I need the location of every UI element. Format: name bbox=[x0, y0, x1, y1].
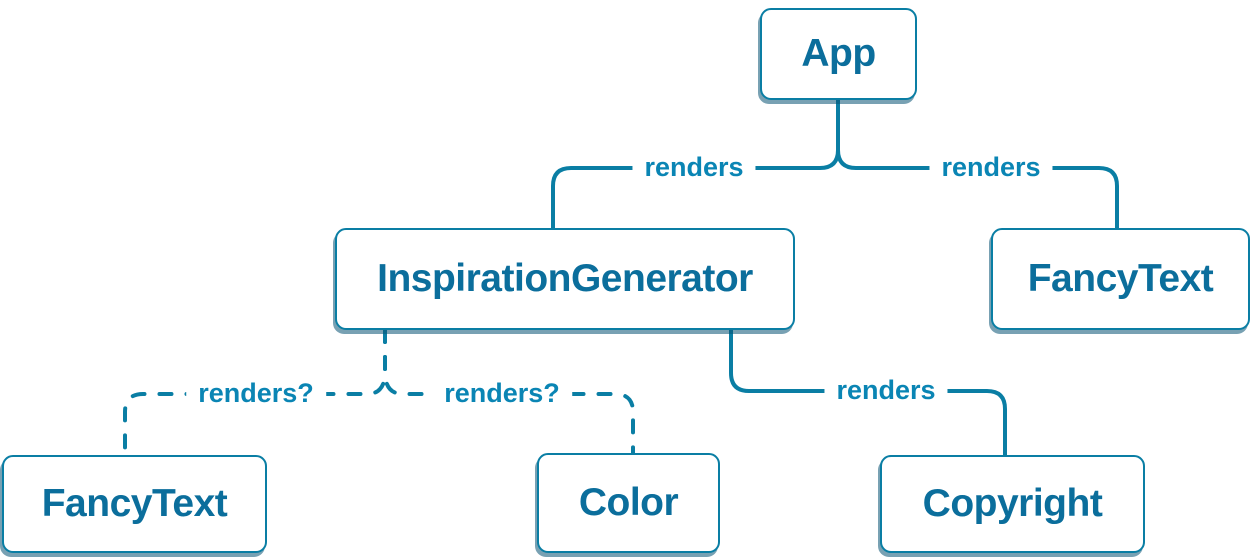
edge-inspirationgenerator-to-color-dashed bbox=[383, 328, 635, 455]
node-color: Color bbox=[537, 453, 720, 553]
edge-label-app-inspirationgenerator: renders bbox=[632, 152, 756, 183]
edge-label-inspirationgenerator-copyright: renders bbox=[824, 375, 948, 406]
edge-label-inspirationgenerator-fancytext: renders? bbox=[186, 378, 326, 409]
node-app-label: App bbox=[801, 32, 876, 75]
node-fancy-text-bottom-label: FancyText bbox=[41, 482, 228, 525]
node-inspiration-generator-label: InspirationGenerator bbox=[377, 257, 753, 300]
node-color-label: Color bbox=[578, 481, 679, 524]
node-fancy-text-top: FancyText bbox=[991, 228, 1250, 330]
edge-label-app-fancytext: renders bbox=[929, 152, 1053, 183]
node-fancy-text-bottom: FancyText bbox=[2, 455, 267, 553]
node-inspiration-generator: InspirationGenerator bbox=[335, 228, 795, 330]
node-copyright-label: Copyright bbox=[922, 482, 1103, 525]
node-copyright: Copyright bbox=[880, 455, 1145, 553]
edge-label-inspirationgenerator-color: renders? bbox=[432, 378, 572, 409]
node-app: App bbox=[760, 8, 917, 100]
node-fancy-text-top-label: FancyText bbox=[1027, 257, 1214, 300]
